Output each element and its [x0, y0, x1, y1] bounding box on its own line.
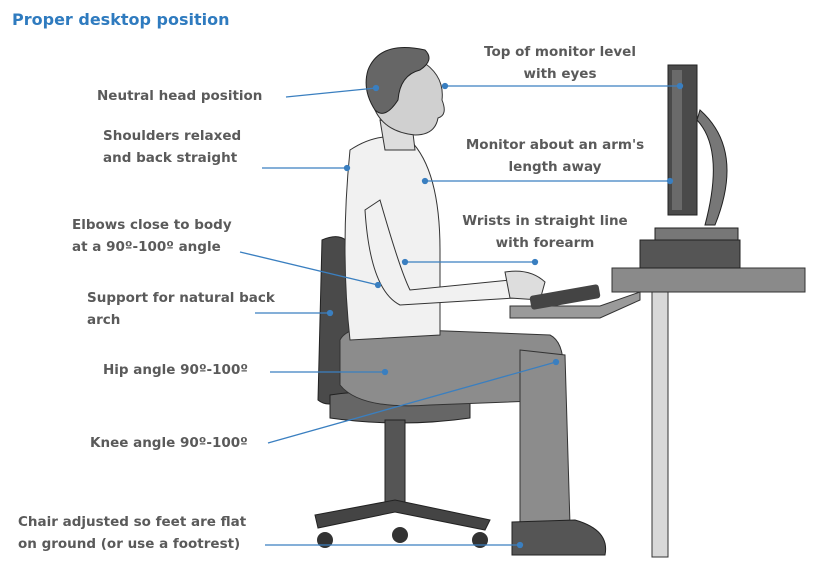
- label-elbows: Elbows close to body at a 90º-100º angle: [72, 214, 232, 258]
- label-wrists: Wrists in straight line with forearm: [445, 210, 645, 254]
- leader-lines: [239, 82, 684, 549]
- monitor: [639, 64, 741, 269]
- label-text: Monitor about an arm's: [465, 137, 645, 153]
- page-title: Proper desktop position: [12, 10, 230, 29]
- label-text: Elbows close to body: [72, 217, 232, 233]
- label-text: length away: [508, 159, 602, 175]
- label-text: on ground (or use a footrest): [18, 536, 241, 552]
- label-text: Shoulders relaxed: [103, 128, 242, 144]
- label-shoulders: Shoulders relaxed and back straight: [103, 125, 241, 169]
- label-text: Neutral head position: [97, 88, 263, 104]
- label-hip: Hip angle 90º-100º: [103, 359, 248, 381]
- label-knee: Knee angle 90º-100º: [90, 432, 248, 454]
- label-text: Wrists in straight line: [462, 213, 628, 229]
- label-text: arch: [87, 312, 121, 328]
- label-head: Neutral head position: [97, 85, 262, 107]
- label-text: with eyes: [523, 66, 597, 82]
- label-monitor-distance: Monitor about an arm's length away: [455, 134, 655, 178]
- person: [339, 47, 607, 556]
- label-text: Support for natural back: [87, 290, 275, 306]
- label-text: with forearm: [495, 235, 595, 251]
- label-back: Support for natural back arch: [87, 287, 275, 331]
- desk: [509, 267, 806, 558]
- label-text: and back straight: [103, 150, 238, 166]
- label-feet: Chair adjusted so feet are flat on ground…: [18, 511, 246, 555]
- label-monitor-top: Top of monitor level with eyes: [470, 41, 650, 85]
- label-text: Hip angle 90º-100º: [103, 362, 248, 378]
- label-text: Top of monitor level: [484, 44, 636, 60]
- label-text: at a 90º-100º angle: [72, 239, 221, 255]
- label-text: Knee angle 90º-100º: [90, 435, 248, 451]
- label-text: Chair adjusted so feet are flat: [18, 514, 247, 530]
